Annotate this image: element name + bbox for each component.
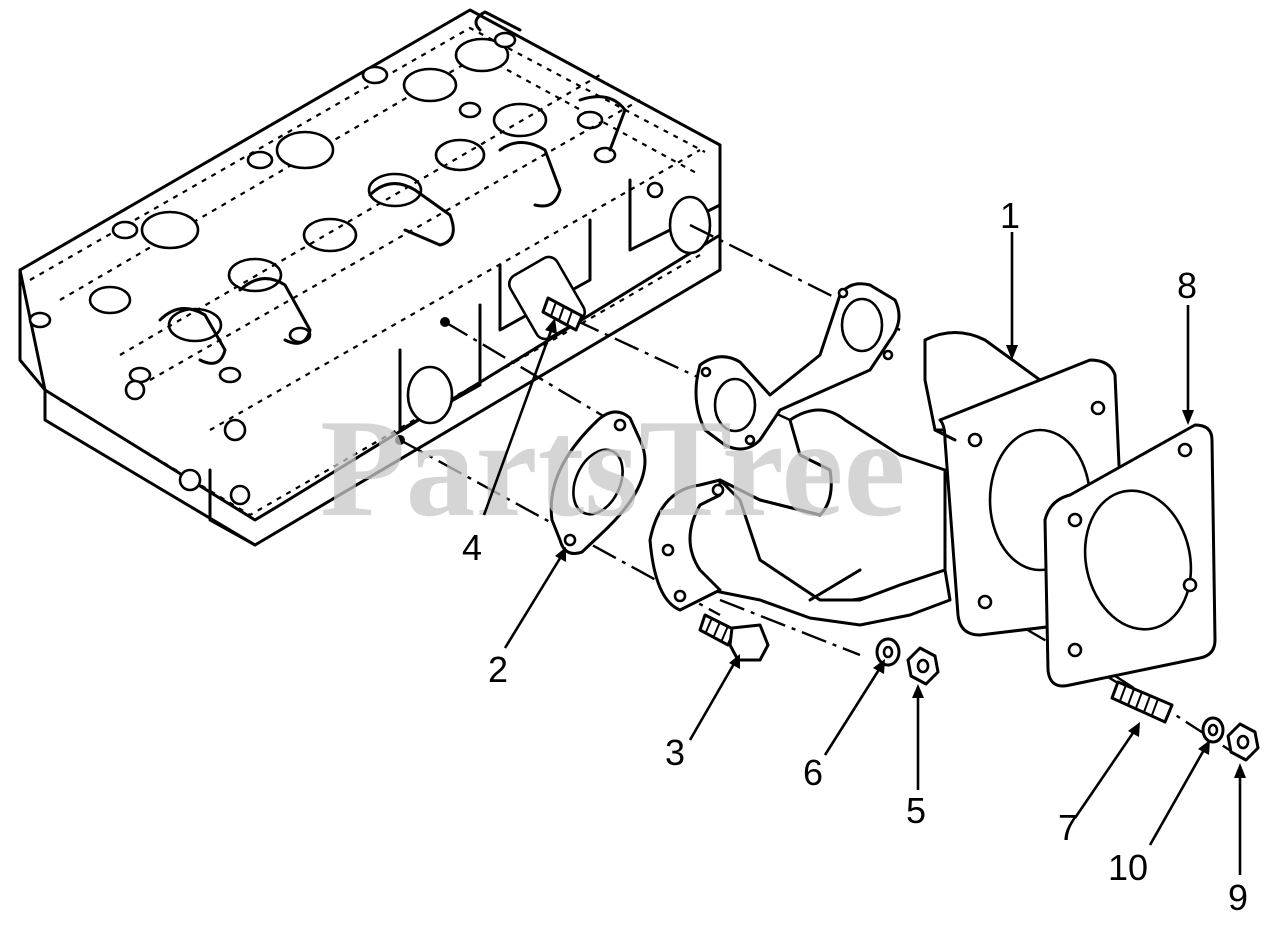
callout-labels: 1 2 3 4 5 6 7 8 9 10: [462, 195, 1248, 918]
bolt-part-3: [698, 613, 770, 662]
callout-leaders: [482, 232, 1246, 875]
lockwasher-part-6: [875, 637, 901, 667]
stud-part-4: [541, 296, 584, 332]
callout-9: 9: [1228, 877, 1248, 918]
outlet-gasket: [1043, 423, 1217, 688]
lockwasher-part-10: [1201, 716, 1225, 744]
callout-2: 2: [488, 649, 508, 690]
gasket-left: [549, 410, 647, 555]
gasket-twin: [694, 282, 901, 451]
callout-8: 8: [1177, 265, 1197, 306]
watermark-text: PartsTree: [320, 391, 906, 546]
nut-part-9: [1226, 722, 1260, 762]
callout-1: 1: [1000, 195, 1020, 236]
nut-part-5: [906, 646, 940, 686]
callout-5: 5: [906, 790, 926, 831]
callout-10: 10: [1108, 847, 1148, 888]
callout-4: 4: [462, 527, 482, 568]
callout-7: 7: [1058, 807, 1078, 848]
callout-6: 6: [803, 752, 823, 793]
callout-3: 3: [665, 732, 685, 773]
stud-part-7: [1110, 680, 1174, 724]
exhaust-manifold: [648, 331, 1127, 637]
